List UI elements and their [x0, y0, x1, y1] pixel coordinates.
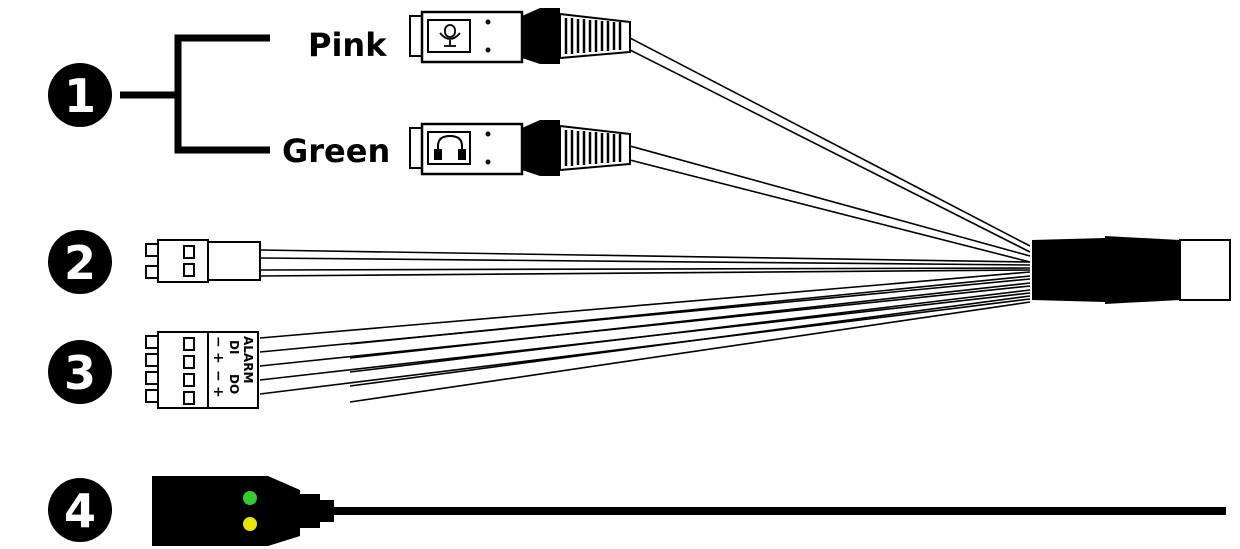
do-plus: + — [210, 386, 226, 398]
svg-text:3: 3 — [64, 346, 96, 400]
network-connector — [152, 476, 1226, 546]
bracket — [120, 34, 270, 154]
badge-3: 3 — [48, 340, 112, 404]
main-connector — [1032, 236, 1231, 304]
wire-bundle — [259, 37, 1031, 403]
di-plus: + — [210, 352, 226, 364]
alarm-terminal-block: ALARM DI DO − + − + — [145, 331, 259, 409]
svg-text:4: 4 — [64, 484, 96, 538]
di-minus: − — [210, 336, 226, 348]
headphone-icon — [434, 134, 466, 160]
led-green — [243, 491, 257, 505]
badge-2: 2 — [48, 230, 112, 294]
power-terminal-block — [145, 239, 261, 283]
do-minus: − — [210, 370, 226, 382]
pink-audio-connector: Pink — [308, 8, 631, 64]
alarm-title: ALARM — [241, 336, 255, 383]
green-audio-connector: Green — [282, 120, 631, 176]
pink-label: Pink — [308, 26, 387, 64]
led-yellow — [243, 517, 257, 531]
svg-text:1: 1 — [64, 69, 96, 123]
do-label: DO — [227, 374, 241, 394]
microphone-icon — [439, 24, 461, 47]
di-label: DI — [227, 340, 241, 354]
svg-text:2: 2 — [64, 236, 96, 290]
badge-1: 1 — [48, 63, 112, 127]
green-label: Green — [282, 132, 390, 170]
badge-4: 4 — [48, 478, 112, 542]
